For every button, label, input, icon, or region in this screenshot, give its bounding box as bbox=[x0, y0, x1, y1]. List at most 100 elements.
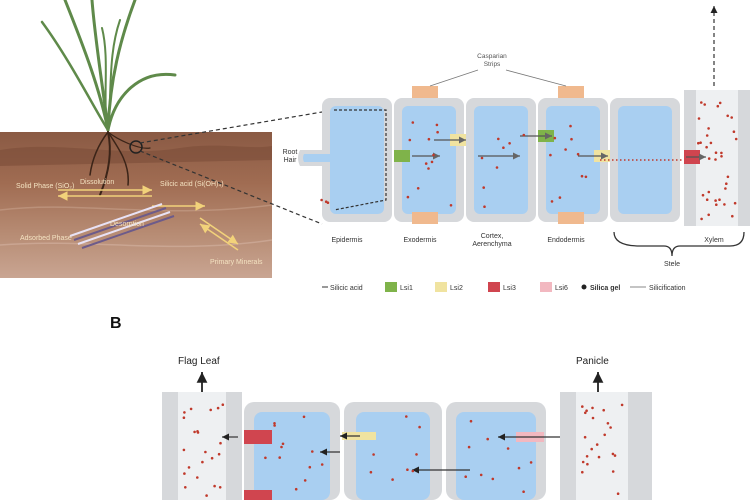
silicic-acid-dot bbox=[406, 468, 409, 472]
solid-phase-label: Solid Phase (SiO₂) bbox=[16, 183, 74, 190]
legend-lsi1: Lsi1 bbox=[400, 285, 413, 292]
epidermis-label: Epidermis bbox=[331, 237, 363, 244]
silicic-acid-dot bbox=[479, 473, 483, 477]
desorption-label: Desorption bbox=[110, 221, 144, 228]
adsorbed-phase-stripes bbox=[69, 203, 175, 249]
cortex-label-2: Aerenchyma bbox=[472, 241, 511, 248]
silicic-acid-dot bbox=[558, 196, 562, 199]
silicic-acid-dot bbox=[324, 200, 328, 203]
silicic-acid-dot bbox=[597, 455, 601, 459]
silicic-acid-dot bbox=[586, 462, 589, 466]
silicic-acid-dot bbox=[204, 450, 207, 454]
silicic-acid-dot bbox=[219, 441, 222, 445]
silicic-acid-dot bbox=[210, 456, 214, 460]
silicic-acid-dot bbox=[609, 426, 612, 429]
silicic-acid-dot bbox=[497, 137, 500, 141]
silicic-acid-dot bbox=[697, 141, 700, 145]
silicic-acid-dot bbox=[613, 454, 617, 457]
silicic-acid-dot bbox=[517, 466, 521, 470]
silicic-acid-dot bbox=[522, 490, 525, 494]
adsorbed-phase-label: Adsorbed Phase bbox=[20, 235, 72, 242]
silicic-acid-dot bbox=[184, 486, 187, 489]
silicic-acid-dot bbox=[405, 415, 408, 418]
silicic-acid-dot bbox=[549, 153, 552, 157]
silicic-acid-dot bbox=[418, 425, 421, 429]
silicic-acid-dot bbox=[725, 182, 728, 185]
silicic-acid-dot bbox=[720, 151, 723, 155]
silicic-acid-dot bbox=[576, 152, 580, 156]
silicic-acid-dot bbox=[584, 411, 587, 415]
silicic-acid-dot bbox=[616, 492, 620, 496]
exodermis-label: Exodermis bbox=[403, 237, 437, 244]
soil-block bbox=[0, 132, 273, 278]
silicic-acid-dot bbox=[187, 466, 191, 469]
silicic-acid-dot bbox=[196, 476, 199, 479]
silicic-acid-dot bbox=[714, 151, 718, 154]
silicic-acid-dot bbox=[730, 116, 733, 119]
silicic-acid-dot bbox=[480, 156, 484, 160]
silicic-acid-dot bbox=[416, 187, 420, 190]
silicic-acid-dot bbox=[581, 405, 584, 408]
silicic-acid-dot bbox=[718, 101, 722, 105]
legend-lsi2: Lsi2 bbox=[450, 285, 463, 292]
silicic-acid-dot bbox=[508, 142, 511, 145]
root-hair-label-2: Hair bbox=[284, 157, 298, 164]
lsi1-exodermis bbox=[394, 150, 410, 162]
silicic-acid-dot bbox=[430, 160, 434, 164]
silicic-acid-dot bbox=[591, 416, 595, 420]
silicic-acid-dot bbox=[581, 460, 585, 464]
silicic-acid-dot bbox=[193, 430, 196, 434]
legend-lsi1-swatch bbox=[385, 282, 397, 292]
silicic-acid-dot bbox=[581, 470, 584, 474]
silicic-acid-dot bbox=[391, 478, 394, 481]
epidermis-flow bbox=[333, 109, 387, 211]
panel-b-flow-arrows bbox=[222, 432, 560, 474]
silicic-acid-dot bbox=[602, 408, 605, 412]
silicic-acid-dot bbox=[703, 103, 706, 106]
silicic-acid-dot bbox=[726, 114, 729, 118]
silicic-acid-dot bbox=[733, 201, 737, 205]
panel-b-label: B bbox=[110, 315, 122, 332]
silicic-acid-dot bbox=[311, 450, 314, 453]
silicic-acid-dot bbox=[611, 470, 615, 473]
silicic-acid-dot bbox=[427, 137, 431, 141]
silicic-acid-dot bbox=[700, 217, 703, 221]
legend-silica-gel: Silica gel bbox=[590, 285, 620, 292]
silicic-acid-dot bbox=[424, 162, 428, 165]
silicic-acid-dot bbox=[714, 158, 717, 161]
silicic-acid-dot bbox=[436, 130, 439, 134]
silicic-acid-dot bbox=[591, 406, 594, 410]
silicic-acid-dot bbox=[720, 155, 723, 158]
legend: Silicic acid Lsi1 Lsi2 Lsi3 Lsi6 Silica … bbox=[322, 282, 686, 292]
silicic-acid-dot bbox=[372, 453, 375, 456]
silicic-acid-dot bbox=[273, 422, 276, 425]
silicic-acid-dot bbox=[506, 447, 510, 450]
silicic-acid-dot bbox=[201, 460, 204, 464]
root-hair-label-1: Root bbox=[283, 149, 298, 156]
soil-process-arrows bbox=[57, 185, 239, 251]
silicic-acid-dot bbox=[606, 422, 610, 425]
silicic-acid-dot bbox=[294, 487, 298, 491]
silicic-acid-dot bbox=[303, 479, 307, 482]
silicic-acid-dot bbox=[281, 442, 285, 446]
silicic-acid-dot bbox=[697, 117, 701, 120]
silicic-acid-dot bbox=[580, 174, 584, 178]
primary-minerals-label: Primary Minerals bbox=[210, 259, 263, 266]
silicic-acid-dot bbox=[221, 403, 225, 407]
silicic-acid-dot bbox=[584, 175, 588, 179]
silicic-acid-dot bbox=[205, 494, 208, 497]
silicic-acid-dot bbox=[611, 452, 615, 456]
silicic-acid-dot bbox=[585, 455, 589, 458]
silicic-acid-dot bbox=[502, 146, 505, 149]
silicic-acid-dot bbox=[718, 198, 721, 201]
silicic-acid-dot bbox=[432, 153, 435, 157]
casparian-strips-label-2: Strips bbox=[484, 61, 501, 68]
silicic-acid-dot bbox=[411, 469, 415, 473]
legend-lsi6: Lsi6 bbox=[555, 285, 568, 292]
panicle-label: Panicle bbox=[576, 356, 609, 367]
silicic-acid-dot bbox=[469, 419, 473, 423]
silicic-acid-dot bbox=[209, 408, 212, 412]
silicic-acid-dot bbox=[731, 214, 734, 218]
silicic-acid-dot bbox=[707, 157, 711, 160]
casparian-strips-label-1: Casparian bbox=[477, 53, 507, 60]
